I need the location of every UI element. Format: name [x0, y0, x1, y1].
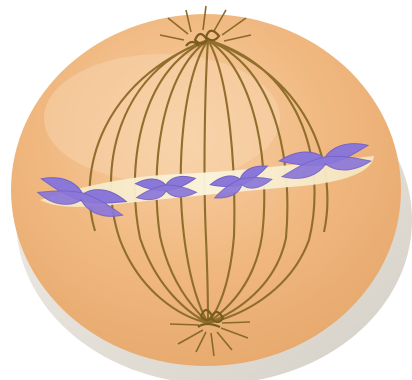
cell-highlight	[44, 54, 280, 182]
